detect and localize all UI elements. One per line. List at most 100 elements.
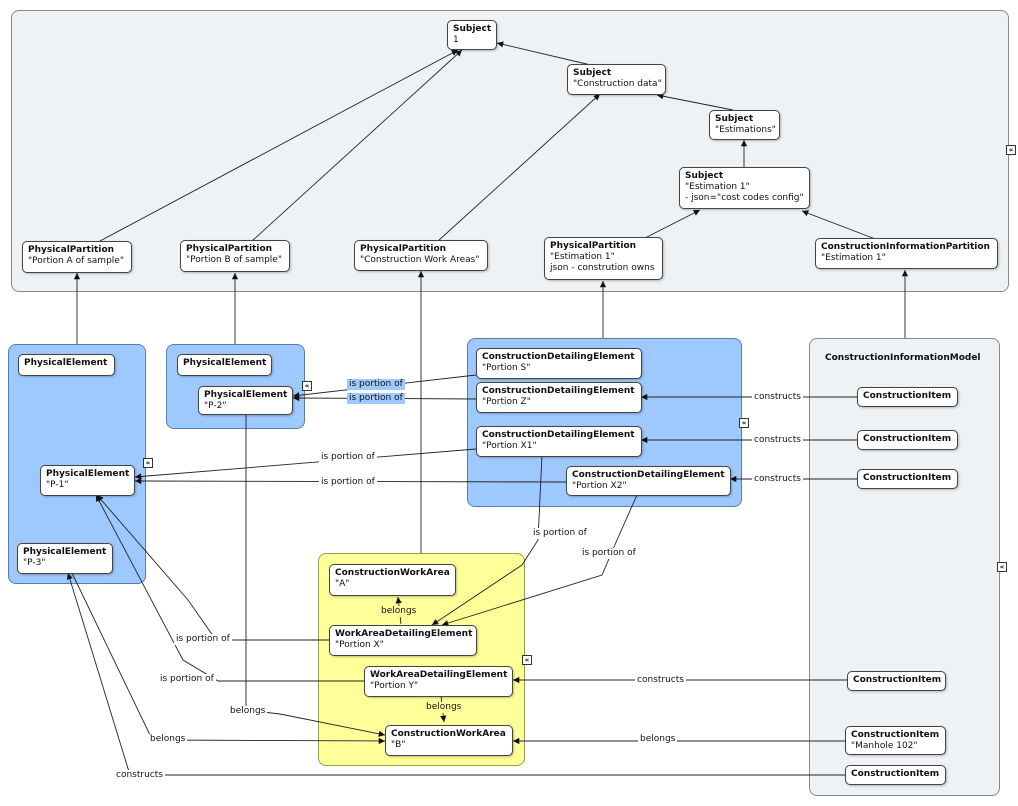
construction-item-node[interactable]: ConstructionItem [857,469,958,489]
node-title: ConstructionItem [863,434,952,444]
construction-item-manhole-node[interactable]: ConstructionItem "Manhole 102" [845,726,946,755]
node-subtitle: "Manhole 102" [851,741,918,751]
edge-label: is portion of [174,634,232,645]
edge-x1-to-p1 [134,448,477,480]
construction-item-node[interactable]: ConstructionItem [847,671,946,691]
node-subtitle: "Estimation 1" [685,182,750,192]
subject-estimation1-node[interactable]: Subject "Estimation 1" - json="cost code… [679,167,810,209]
physical-element-p2-node[interactable]: PhysicalElement "P-2" [198,386,293,415]
construction-information-model-panel [809,338,1000,796]
collapse-icon[interactable]: « [302,381,312,391]
node-subtitle: "Construction data" [573,79,662,89]
edge-label: constructs [752,392,803,403]
node-subtitle-2: json - constrution owns [550,263,655,273]
edge-label: is portion of [347,393,405,404]
physical-partition-estimation-node[interactable]: PhysicalPartition "Estimation 1" json - … [544,237,663,280]
node-subtitle: "Portion X1" [482,441,537,451]
edge-ppa-to-root [99,49,459,242]
cde-portion-s-node[interactable]: ConstructionDetailingElement "Portion S" [476,348,642,379]
node-title: ConstructionWorkArea [335,568,450,578]
edge-label: is portion of [580,548,638,559]
edge-cip-to-est1 [801,210,879,241]
edge-label: belongs [424,702,464,713]
edge-cd-to-root [496,41,596,67]
edge-label: constructs [752,435,803,446]
physical-element-left-header-node[interactable]: PhysicalElement [18,354,115,376]
node-subtitle: "Estimation 1" [821,253,886,263]
edge-label: is portion of [319,477,377,488]
physical-partition-b-node[interactable]: PhysicalPartition "Portion B of sample" [180,240,290,272]
subject-construction-data-node[interactable]: Subject "Construction data" [567,64,666,95]
node-title: PhysicalPartition [360,244,447,254]
node-subtitle: "Portion B of sample" [186,255,282,265]
construction-item-node[interactable]: ConstructionItem [845,765,946,785]
edge-wadey-to-p1 [95,494,364,682]
node-title: ConstructionDetailingElement [482,352,635,362]
node-subtitle: "Construction Work Areas" [360,255,480,265]
collapse-icon[interactable]: « [1006,145,1016,155]
collapse-icon[interactable]: « [997,562,1007,572]
node-title: PhysicalElement [46,469,130,479]
node-title: Subject [715,114,754,124]
node-subtitle: "A" [335,579,350,589]
node-subtitle: "Estimations" [715,125,776,135]
construction-work-area-a-node[interactable]: ConstructionWorkArea "A" [329,564,456,596]
node-title: ConstructionDetailingElement [572,470,725,480]
node-subtitle: "Portion X2" [572,481,627,491]
physical-element-p1-node[interactable]: PhysicalElement "P-1" [40,465,135,496]
node-title: PhysicalElement [23,547,107,557]
subject-estimations-node[interactable]: Subject "Estimations" [709,110,780,140]
node-subtitle: "Portion Z" [482,397,531,407]
node-title: Subject [573,68,612,78]
node-title: PhysicalPartition [550,241,637,251]
construction-item-node[interactable]: ConstructionItem [857,387,958,407]
cde-portion-x1-node[interactable]: ConstructionDetailingElement "Portion X1… [476,426,642,457]
edge-label: belongs [228,706,268,717]
node-title: ConstructionWorkArea [391,729,506,739]
node-subtitle: 1 [453,35,459,45]
node-title: PhysicalElement [24,358,108,368]
node-title: ConstructionDetailingElement [482,430,635,440]
construction-information-partition-node[interactable]: ConstructionInformationPartition "Estima… [815,238,998,269]
node-title: PhysicalElement [183,358,267,368]
node-title: ConstructionInformationPartition [821,242,990,252]
edge-label: belongs [379,606,419,617]
node-title: PhysicalPartition [28,245,115,255]
node-subtitle: "Estimation 1" [550,252,615,262]
node-title: ConstructionDetailingElement [482,386,635,396]
node-title: ConstructionItem [851,730,940,740]
edge-x1-to-wadex [431,454,543,626]
node-title: PhysicalElement [204,390,288,400]
physical-partition-cwa-node[interactable]: PhysicalPartition "Construction Work Are… [354,240,488,271]
node-title: Subject [685,171,724,181]
physical-element-p3-node[interactable]: PhysicalElement "P-3" [17,543,113,574]
work-area-detailing-portion-x-node[interactable]: WorkAreaDetailingElement "Portion X" [329,625,477,656]
collapse-icon[interactable]: « [522,655,532,665]
node-subtitle: "Portion X" [335,640,384,650]
node-title: WorkAreaDetailingElement [370,670,508,680]
node-subtitle-2: - json="cost codes config" [685,193,804,203]
node-subtitle: "Portion A of sample" [28,256,124,266]
cde-portion-x2-node[interactable]: ConstructionDetailingElement "Portion X2… [566,466,731,496]
subject-root-node[interactable]: Subject 1 [447,20,497,50]
node-title: ConstructionItem [851,769,940,779]
physical-partition-a-node[interactable]: PhysicalPartition "Portion A of sample" [22,241,132,273]
physical-element-mid-header-node[interactable]: PhysicalElement [177,354,272,376]
edge-label: is portion of [158,674,216,685]
work-area-detailing-portion-y-node[interactable]: WorkAreaDetailingElement "Portion Y" [364,666,513,697]
collapse-icon[interactable]: « [143,458,153,468]
cde-portion-z-node[interactable]: ConstructionDetailingElement "Portion Z" [476,382,642,413]
node-subtitle: "B" [391,740,406,750]
node-subtitle: "P-1" [46,480,69,490]
node-title: Subject [453,24,492,34]
edge-label: belongs [148,734,188,745]
edge-est-to-cd [656,93,734,111]
edge-label: is portion of [319,452,377,463]
edge-label: is portion of [347,379,405,390]
construction-item-node[interactable]: ConstructionItem [857,430,958,450]
node-title: ConstructionItem [853,675,942,685]
edge-ppest-to-est1 [644,209,701,239]
edge-label: constructs [752,474,803,485]
collapse-icon[interactable]: « [739,418,749,428]
construction-work-area-b-node[interactable]: ConstructionWorkArea "B" [385,725,513,756]
